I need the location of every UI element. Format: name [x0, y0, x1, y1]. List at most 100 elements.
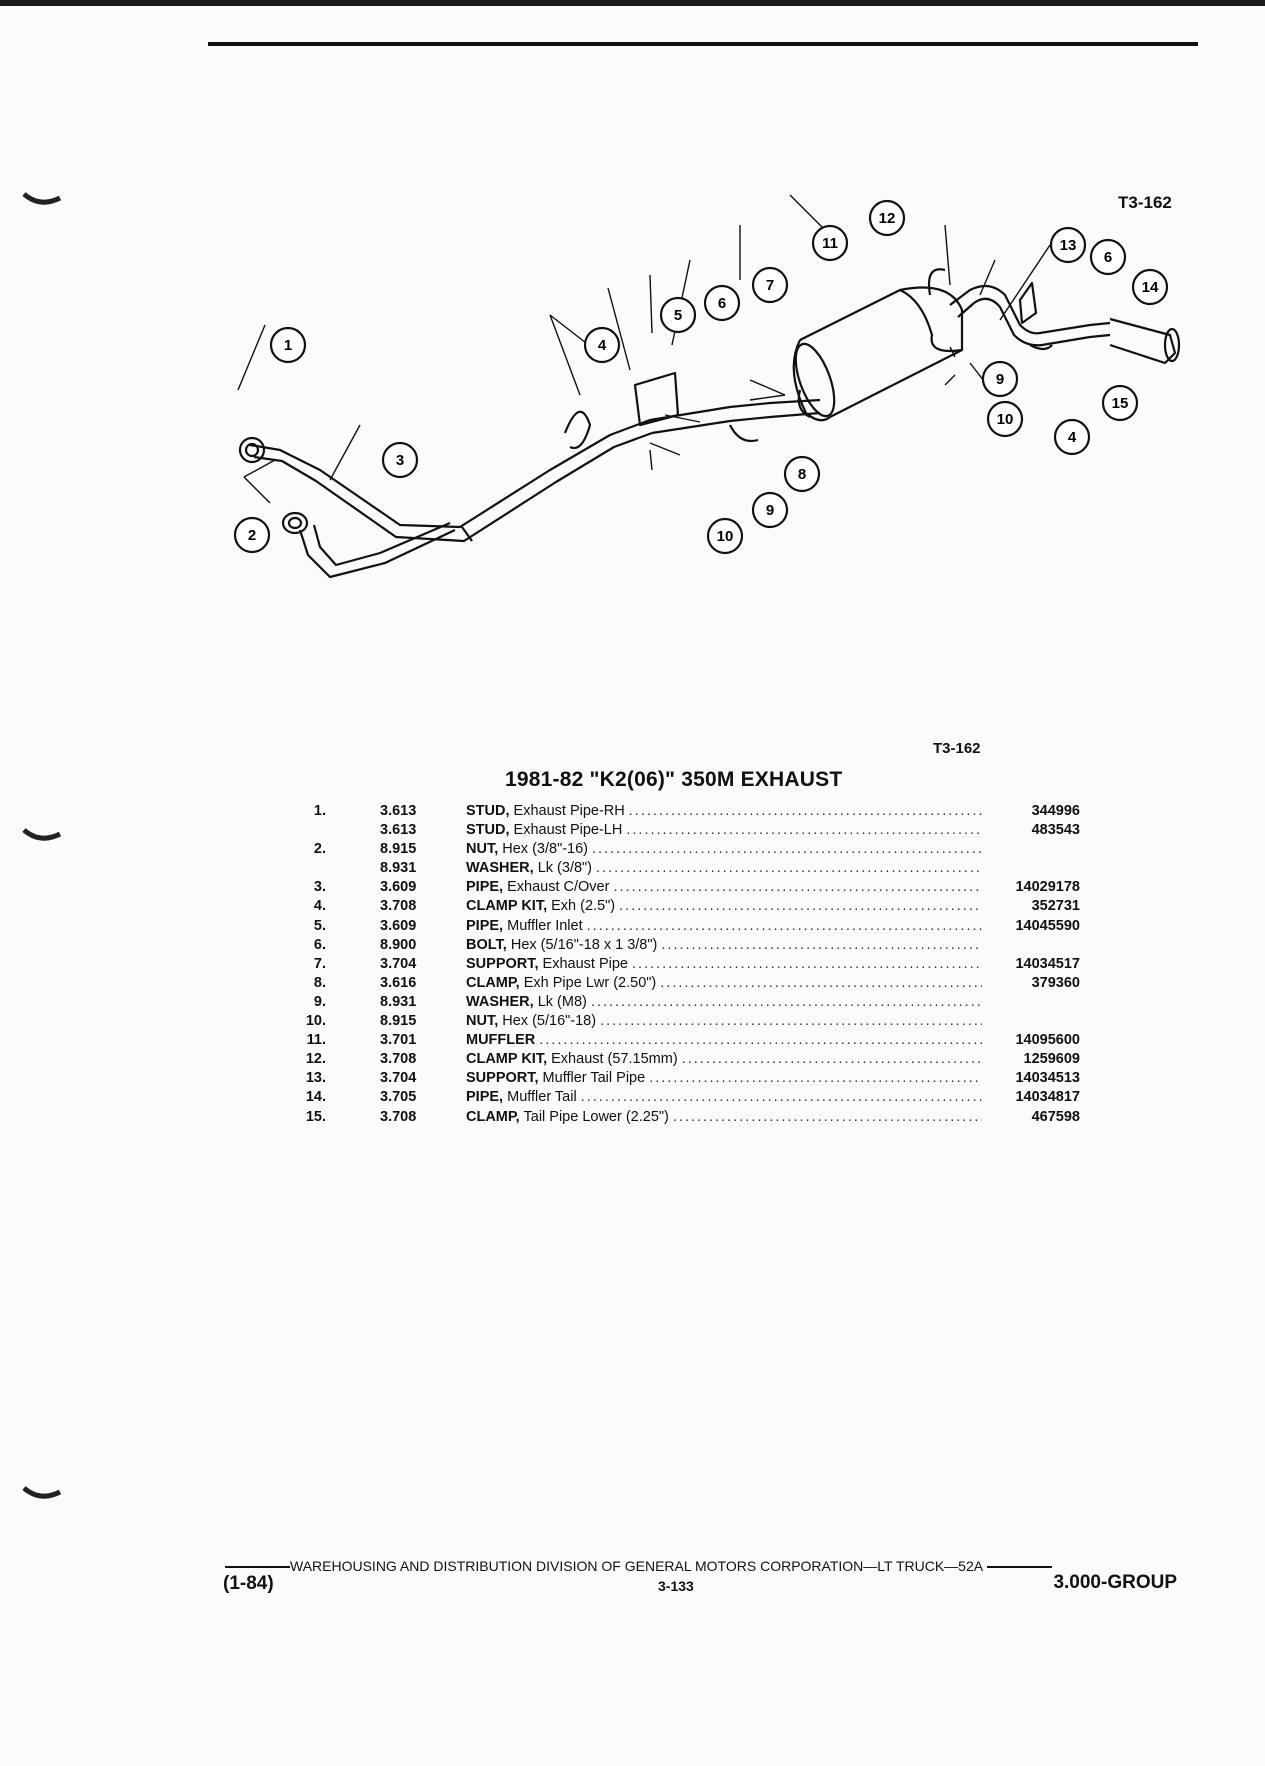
group-number: 3.613	[380, 822, 417, 839]
svg-text:6: 6	[718, 295, 726, 312]
part-description: STUD, Exhaust Pipe-RH ..................…	[466, 802, 982, 821]
part-detail: Lk (M8)	[537, 993, 587, 1010]
svg-text:14: 14	[1142, 279, 1159, 296]
footer-group: 3.000-GROUP	[1053, 1572, 1177, 1593]
section-title: 1981-82 "K2(06)" 350M EXHAUST	[505, 768, 843, 791]
part-number: 467598	[1031, 1108, 1080, 1125]
item-number: 13.	[305, 1070, 326, 1087]
footer-org: WAREHOUSING AND DISTRIBUTION DIVISION OF…	[290, 1558, 984, 1574]
item-number: 3.	[313, 879, 326, 896]
callout-11: 11	[811, 224, 849, 262]
svg-text:6: 6	[1104, 249, 1112, 266]
leader-dots: ........................................…	[586, 917, 982, 934]
part-name: STUD,	[466, 822, 510, 839]
callout-7: 7	[751, 266, 789, 304]
callout-9: 9	[751, 491, 789, 529]
part-detail: Tail Pipe Lower (2.25")	[523, 1108, 669, 1125]
part-name: SUPPORT,	[466, 955, 539, 972]
group-number: 3.613	[380, 803, 417, 819]
part-description: BOLT, Hex (5/16"-18 x 1 3/8") ..........…	[466, 936, 982, 955]
callout-10: 10	[986, 400, 1024, 438]
callout-6: 6	[1089, 238, 1127, 276]
callout-12: 12	[868, 199, 906, 237]
group-number: 8.915	[380, 1013, 417, 1030]
svg-text:10: 10	[997, 411, 1014, 428]
part-number: 379360	[1031, 974, 1080, 991]
part-name: PIPE,	[466, 917, 504, 934]
callout-14: 14	[1131, 268, 1169, 306]
part-number: 14095600	[1015, 1032, 1080, 1049]
item-number: 14.	[305, 1089, 326, 1106]
svg-text:11: 11	[822, 235, 838, 252]
part-detail: Exhaust (57.15mm)	[551, 1051, 678, 1068]
part-description: WASHER, Lk (M8) ........................…	[466, 993, 982, 1012]
item-number: 6.	[313, 936, 326, 953]
svg-text:9: 9	[996, 371, 1004, 388]
callout-3: 3	[381, 441, 419, 479]
svg-text:7: 7	[766, 277, 774, 294]
item-number: 2.	[313, 841, 326, 858]
part-description: WASHER, Lk (3/8") ......................…	[466, 859, 982, 878]
leader-dots: ........................................…	[681, 1051, 982, 1068]
part-number: 344996	[1031, 803, 1080, 819]
binder-punch-mark	[22, 1486, 62, 1499]
part-number: 14034513	[1015, 1070, 1080, 1087]
part-detail: Exhaust Pipe-LH	[513, 822, 623, 839]
svg-text:5: 5	[674, 307, 682, 324]
leader-dots: ........................................…	[592, 841, 982, 858]
part-description: CLAMP, Exh Pipe Lwr (2.50") ............…	[466, 974, 982, 993]
svg-text:2: 2	[248, 527, 256, 544]
part-detail: Muffler Tail Pipe	[542, 1070, 646, 1087]
group-number: 8.915	[380, 841, 417, 858]
binder-punch-mark	[22, 828, 62, 841]
item-number: 15.	[305, 1108, 326, 1125]
callout-4: 4	[1053, 418, 1091, 456]
group-number: 3.701	[380, 1032, 417, 1049]
part-name: MUFFLER	[466, 1032, 536, 1049]
svg-text:8: 8	[798, 466, 806, 483]
exhaust-system-diagram: 1 2 3 4 4 5 6 6 7 8 9 9 10 10 11 12 13 1…	[233, 194, 1181, 579]
part-name: WASHER,	[466, 993, 534, 1010]
part-detail: Exhaust C/Over	[507, 879, 610, 896]
item-number: 10.	[305, 1013, 326, 1030]
group-number: 8.931	[380, 993, 417, 1010]
group-number: 8.900	[380, 936, 417, 953]
callout-13: 13	[1049, 226, 1087, 264]
parts-row: 6. 8.900 BOLT, Hex (5/16"-18 x 1 3/8") ...…	[280, 936, 1080, 955]
illustration-code-top: T3-162	[1118, 193, 1172, 212]
part-detail: Lk (3/8")	[537, 860, 593, 877]
leader-dots: ........................................…	[649, 1070, 982, 1087]
part-number: 14034517	[1015, 955, 1080, 972]
footer-page-number: 3-133	[658, 1578, 694, 1594]
part-number: 483543	[1031, 822, 1080, 839]
part-description: STUD, Exhaust Pipe-LH ..................…	[466, 821, 982, 840]
callout-4: 4	[583, 326, 621, 364]
group-number: 3.609	[380, 879, 417, 896]
leader-dots: ........................................…	[626, 822, 982, 839]
svg-text:9: 9	[766, 502, 774, 519]
part-detail: Exhaust Pipe-RH	[513, 803, 625, 819]
callout-10: 10	[706, 517, 744, 555]
svg-text:1: 1	[284, 337, 292, 354]
part-number: 14029178	[1015, 879, 1080, 896]
part-description: CLAMP KIT, Exhaust (57.15mm) ...........…	[466, 1050, 982, 1069]
leader-dots: ........................................…	[580, 1089, 982, 1106]
part-number: 14045590	[1015, 917, 1080, 934]
item-number: 12.	[305, 1051, 326, 1068]
part-description: PIPE, Exhaust C/Over ...................…	[466, 878, 982, 897]
part-detail: Exh (2.5")	[551, 898, 616, 915]
illustration-code-bottom: T3-162	[933, 740, 981, 757]
part-description: SUPPORT, Muffler Tail Pipe .............…	[466, 1069, 982, 1088]
part-name: CLAMP KIT,	[466, 1051, 548, 1068]
group-number: 3.609	[380, 917, 417, 934]
callout-15: 15	[1101, 384, 1139, 422]
footer-date: (1-84)	[223, 1573, 274, 1594]
